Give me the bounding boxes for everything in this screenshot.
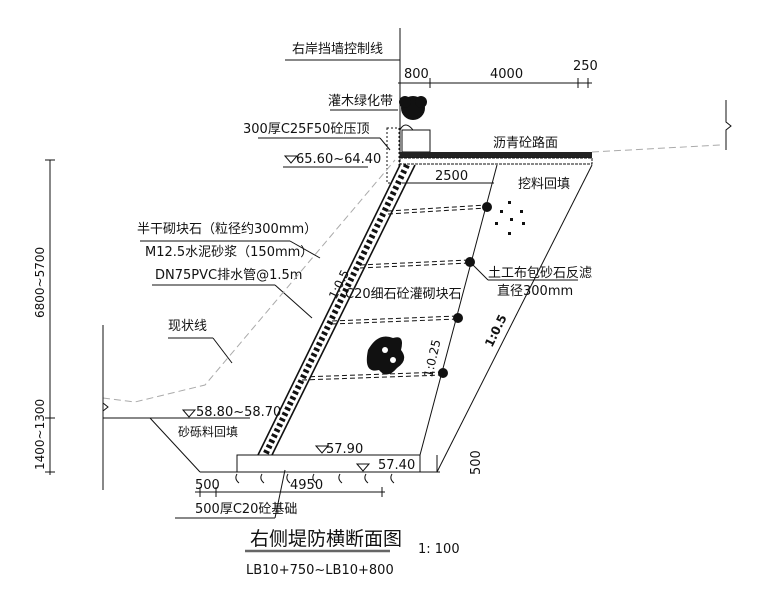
- filter-icon: [438, 368, 448, 378]
- dim-2500: 2500: [435, 169, 468, 184]
- rock-symbol-icon: [366, 336, 405, 375]
- existing-ground-line: [102, 159, 396, 403]
- drain-pipe-label: DN75PVC排水管@1.5m: [155, 268, 302, 283]
- filter-label-2: 直径300mm: [497, 284, 573, 299]
- top-dimension: 800 4000 250: [398, 59, 598, 88]
- filter-label-1: 土工布包砂石反滤: [488, 266, 592, 281]
- planter-box: [401, 129, 431, 153]
- gravel-dots: [495, 201, 525, 235]
- retaining-wall: [257, 163, 593, 473]
- backfill-label: 挖料回填: [518, 177, 570, 192]
- back-line: [419, 164, 498, 456]
- dim-base-height: 1400~1300: [33, 399, 47, 470]
- dim-wall-height: 6800~5700: [33, 247, 47, 318]
- filter-icon: [482, 202, 492, 212]
- drawing-scale: 1: 100: [418, 542, 460, 557]
- dim-800: 800: [404, 67, 429, 82]
- concrete-foundation: [236, 454, 421, 473]
- shrub-label: 灌木绿化带: [328, 94, 393, 109]
- existing-ground-right: [591, 144, 721, 153]
- elevation-top: 65.60~64.40: [296, 152, 381, 167]
- mortar-label: M12.5水泥砂浆（150mm）: [145, 245, 313, 260]
- station-range: LB10+750~LB10+800: [246, 563, 394, 578]
- dim-500-right: 500: [469, 450, 484, 475]
- dim-250: 250: [573, 59, 598, 74]
- anchor-bars: [235, 473, 395, 484]
- coping-label: 300厚C25F50砼压顶: [243, 122, 369, 137]
- elevation-foundation-top: 57.90: [326, 442, 363, 457]
- existing-line-label: 现状线: [168, 319, 207, 334]
- dim-4000: 4000: [490, 67, 523, 82]
- elevation-foundation-bottom: 57.40: [378, 458, 415, 473]
- masonry-label: 半干砌块石（粒径约300mm）: [137, 222, 317, 237]
- outer-line: [436, 164, 593, 473]
- gravel-backfill-label: 砂砾料回填: [178, 425, 238, 439]
- dim-500-bottom: 500: [195, 478, 220, 493]
- dim-4950: 4950: [290, 478, 323, 493]
- wall-body-label: C20细石砼灌砌块石: [345, 287, 462, 302]
- asphalt-label: 沥青砼路面: [493, 135, 558, 151]
- filter-icon: [453, 313, 463, 323]
- foundation-label: 500厚C20砼基础: [195, 502, 297, 517]
- drawing-title: 右侧堤防横断面图: [250, 528, 402, 550]
- asphalt-road: [400, 152, 592, 158]
- control-line-label: 右岸挡墙控制线: [292, 42, 383, 57]
- elevation-toe: 58.80~58.70: [196, 405, 281, 420]
